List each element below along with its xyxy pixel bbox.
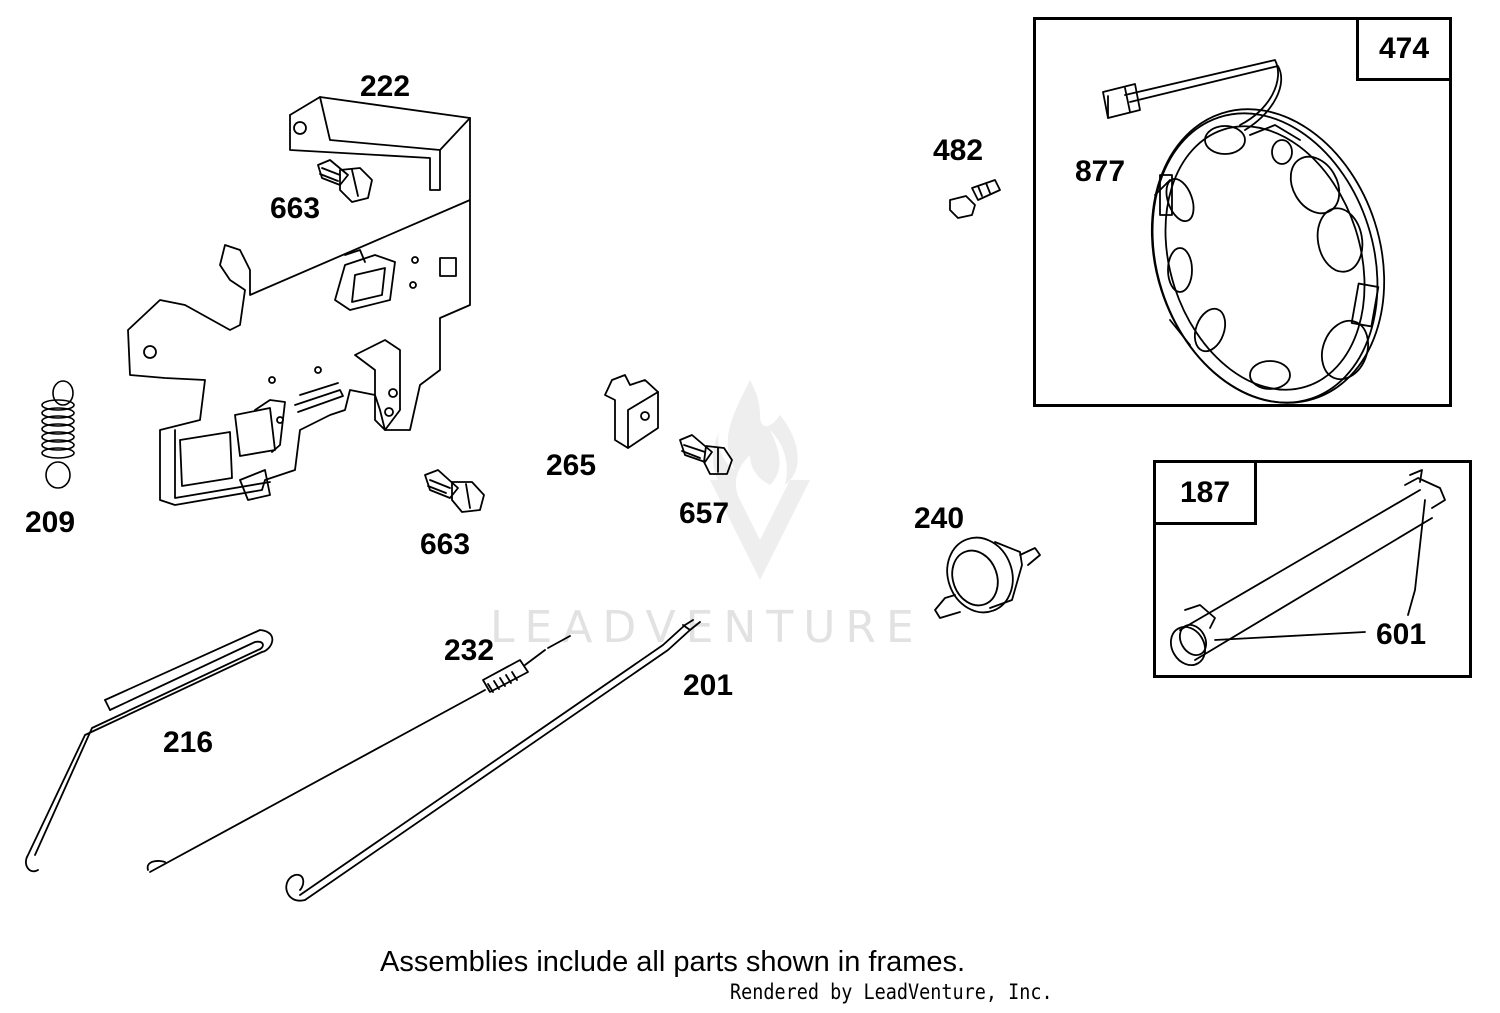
part-label-877: 877 (1075, 155, 1126, 188)
part-label-663-lower: 663 (420, 528, 471, 561)
assembly-tag-474: 474 (1356, 17, 1452, 81)
clip-265 (604, 374, 659, 449)
part-label-216: 216 (163, 726, 214, 759)
render-credit: Rendered by LeadVenture, Inc. (730, 980, 1053, 1004)
screw-482 (949, 179, 1001, 219)
assembly-frame-187 (1153, 460, 1472, 678)
governor-link-201 (285, 619, 701, 902)
bolt-663-lower (424, 469, 485, 513)
choke-link-216 (25, 629, 274, 873)
part-label-201: 201 (683, 669, 734, 702)
fuel-filter-240 (934, 536, 1041, 619)
spring-209 (41, 380, 75, 489)
part-label-482: 482 (933, 134, 984, 167)
hose-601 (1170, 469, 1446, 666)
part-label-222: 222 (360, 70, 411, 103)
assembly-tag-187: 187 (1153, 460, 1257, 525)
screw-657 (679, 434, 733, 475)
watermark-logo-icon (710, 380, 810, 580)
part-label-232: 232 (444, 634, 495, 667)
control-bracket-222 (127, 96, 471, 506)
governor-spring-rod-232 (146, 635, 571, 873)
part-label-657: 657 (679, 497, 730, 530)
part-label-240: 240 (914, 502, 965, 535)
part-label-209: 209 (25, 506, 76, 539)
part-label-601: 601 (1376, 618, 1427, 651)
part-label-663-upper: 663 (270, 192, 321, 225)
assembly-frame-474 (1033, 17, 1452, 407)
part-label-265: 265 (546, 449, 597, 482)
bolt-663-upper (317, 159, 373, 203)
assemblies-note: Assemblies include all parts shown in fr… (380, 946, 966, 978)
stator-ring-474 (1102, 59, 1386, 404)
watermark-text: LEADVENTURE (490, 602, 924, 653)
